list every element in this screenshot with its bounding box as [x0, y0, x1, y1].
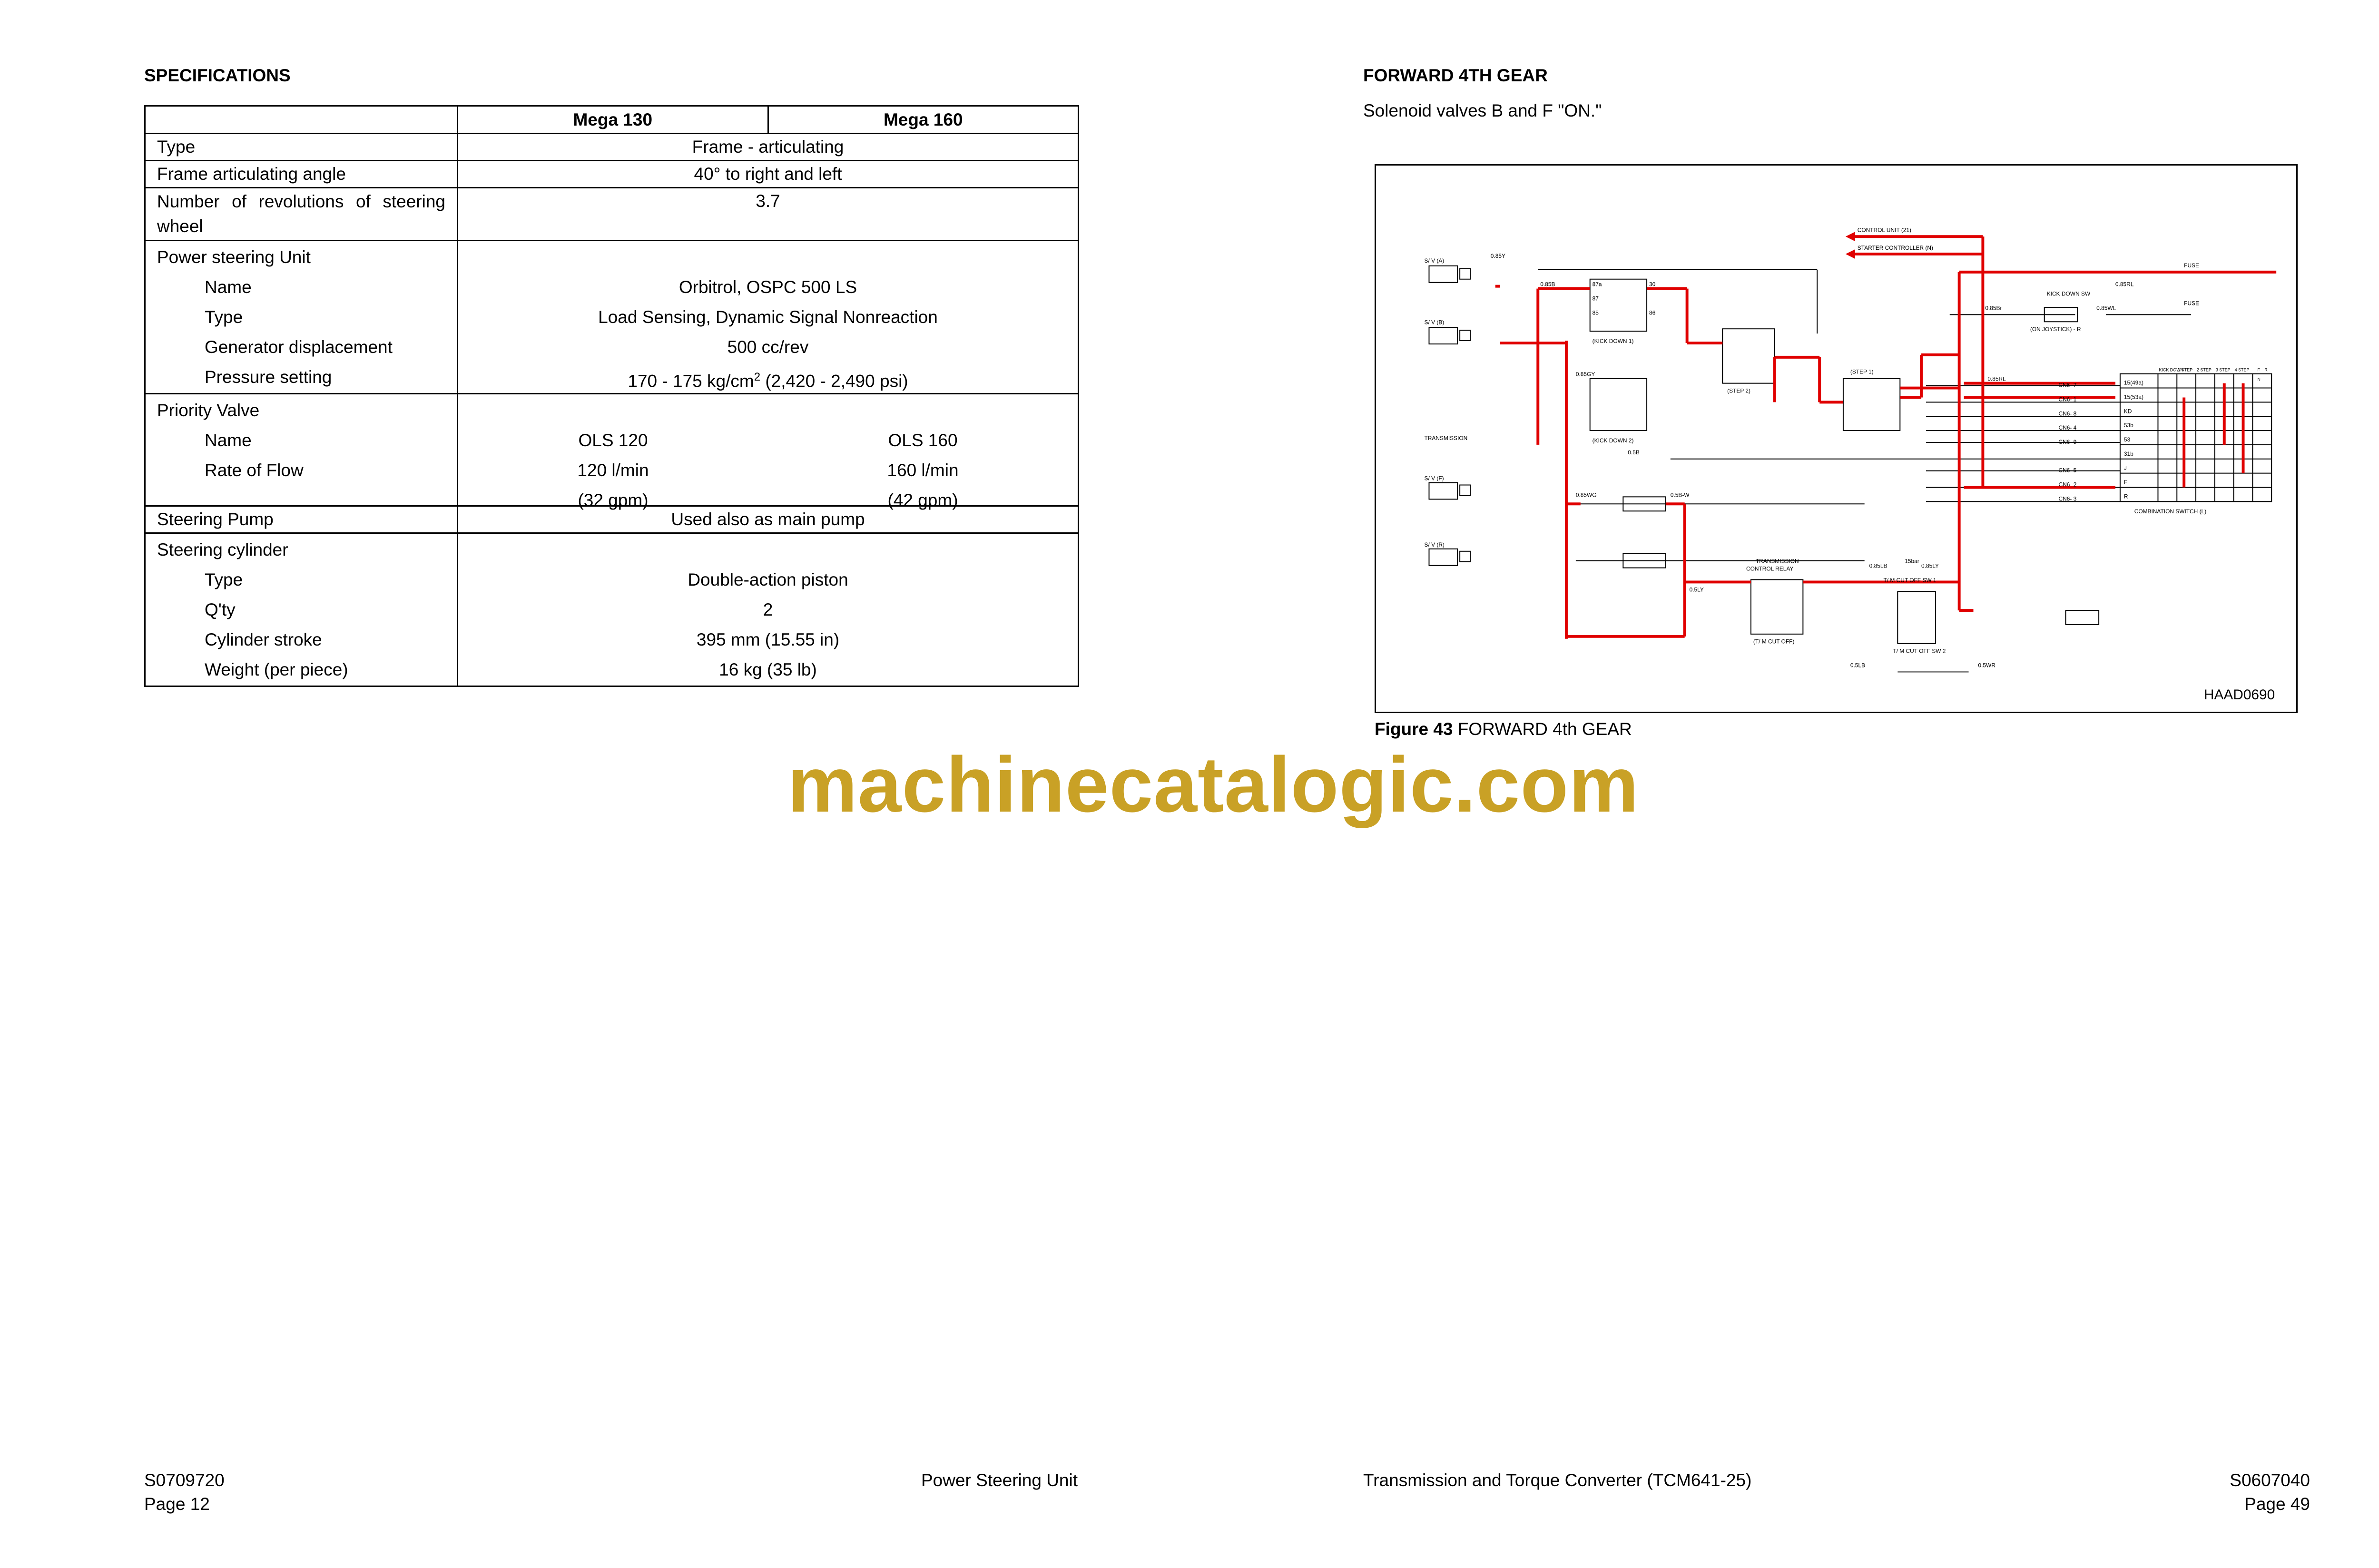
svg-text:FUSE: FUSE	[2184, 262, 2199, 269]
right-footer-code: S0607040	[2230, 1470, 2310, 1490]
svg-text:85: 85	[1593, 309, 1599, 316]
svg-text:CN6- 1: CN6- 1	[2059, 396, 2077, 402]
right-footer-section: Transmission and Torque Converter (TCM64…	[1363, 1470, 1752, 1490]
svg-text:0.5B-W: 0.5B-W	[1671, 491, 1690, 498]
svg-text:CONTROL UNIT (21): CONTROL UNIT (21)	[1858, 226, 1911, 233]
svg-text:J: J	[2124, 465, 2127, 471]
svg-text:0.85GY: 0.85GY	[1576, 371, 1595, 378]
diagram-labels: CONTROL UNIT (21) STARTER CONTROLLER (N)…	[1425, 226, 2275, 703]
svg-text:0.5B: 0.5B	[1628, 449, 1640, 456]
left-footer-code: S0709720	[144, 1470, 225, 1490]
svg-text:86: 86	[1649, 309, 1656, 316]
table-row: Steering cylinder Type Q'ty Cylinder str…	[144, 532, 1079, 687]
svg-text:53: 53	[2124, 436, 2131, 443]
svg-text:31b: 31b	[2124, 451, 2133, 457]
svg-text:15bar: 15bar	[1905, 558, 1919, 565]
svg-text:KICK DOWN SW: KICK DOWN SW	[2047, 291, 2091, 297]
svg-text:3 STEP: 3 STEP	[2216, 368, 2231, 372]
table-row: Steering Pump Used also as main pump	[144, 505, 1079, 534]
svg-text:CN6- 5: CN6- 5	[2059, 467, 2077, 474]
arrowheads	[1845, 232, 1855, 259]
table-row: Power steering Unit Name Type Generator …	[144, 240, 1079, 394]
specifications-table: Mega 130 Mega 160 Type Frame - articulat…	[144, 105, 1079, 687]
svg-text:S/ V (F): S/ V (F)	[1425, 475, 1444, 482]
svg-text:15(53a): 15(53a)	[2124, 393, 2143, 400]
wiring-diagram-svg: CONTROL UNIT (21) STARTER CONTROLLER (N)…	[1425, 226, 2277, 703]
wiring-diagram: CONTROL UNIT (21) STARTER CONTROLLER (N)…	[1375, 164, 2298, 713]
svg-text:CONTROL RELAY: CONTROL RELAY	[1746, 566, 1793, 572]
column-mega-130: Mega 130	[458, 107, 769, 133]
svg-text:S/ V (R): S/ V (R)	[1425, 541, 1445, 548]
svg-text:F: F	[2257, 368, 2260, 372]
svg-text:(KICK DOWN 2): (KICK DOWN 2)	[1593, 437, 1634, 444]
svg-text:0.85RL: 0.85RL	[1987, 376, 2006, 382]
watermark: machinecatalogic.com	[787, 741, 1639, 828]
svg-text:F: F	[2124, 479, 2127, 486]
left-footer-section: Power Steering Unit	[921, 1470, 1078, 1490]
svg-text:0.85RL: 0.85RL	[2115, 281, 2134, 288]
svg-text:(KICK DOWN 1): (KICK DOWN 1)	[1593, 338, 1634, 344]
specifications-heading: SPECIFICATIONS	[144, 66, 291, 85]
svg-text:TRANSMISSION: TRANSMISSION	[1756, 558, 1799, 565]
svg-text:2 STEP: 2 STEP	[2197, 368, 2212, 372]
svg-text:(ON JOYSTICK) - R: (ON JOYSTICK) - R	[2030, 326, 2081, 333]
svg-text:COMBINATION SWITCH (L): COMBINATION SWITCH (L)	[2134, 508, 2206, 515]
svg-text:87a: 87a	[1593, 281, 1602, 288]
svg-text:0.85LY: 0.85LY	[1921, 563, 1939, 569]
svg-text:30: 30	[1649, 281, 1656, 288]
solenoid-note: Solenoid valves B and F "ON."	[1363, 101, 1602, 120]
active-wiring	[1495, 235, 2277, 639]
column-mega-160: Mega 160	[883, 110, 963, 129]
svg-text:N: N	[2257, 377, 2260, 382]
svg-text:15(49a): 15(49a)	[2124, 380, 2143, 386]
svg-text:CN6- 7: CN6- 7	[2059, 382, 2077, 389]
svg-text:KICK DOWN: KICK DOWN	[2159, 368, 2183, 372]
svg-text:CN6- 2: CN6- 2	[2059, 481, 2077, 488]
table-row: Number of revolutions of steering wheel …	[144, 187, 1079, 241]
svg-text:T/ M CUT OFF SW 2: T/ M CUT OFF SW 2	[1893, 648, 1946, 655]
svg-text:0.85LB: 0.85LB	[1869, 563, 1887, 569]
svg-text:FUSE: FUSE	[2184, 300, 2199, 306]
svg-text:R: R	[2124, 493, 2128, 500]
svg-text:CN6- 9: CN6- 9	[2059, 439, 2077, 445]
svg-text:53b: 53b	[2124, 422, 2133, 429]
svg-text:STARTER CONTROLLER (N): STARTER CONTROLLER (N)	[1858, 245, 1933, 251]
svg-text:4 STEP: 4 STEP	[2235, 368, 2250, 372]
table-row: Type Frame - articulating	[144, 133, 1079, 161]
diagram-code: HAAD0690	[2204, 687, 2275, 703]
svg-text:(STEP 1): (STEP 1)	[1850, 369, 1874, 375]
table-header-row: Mega 130 Mega 160	[144, 105, 1079, 134]
svg-text:87: 87	[1593, 295, 1599, 302]
left-footer-page: Page 12	[144, 1494, 210, 1514]
svg-text:1 STEP: 1 STEP	[2178, 368, 2192, 372]
svg-text:S/ V (A): S/ V (A)	[1425, 257, 1445, 264]
svg-text:0.5WR: 0.5WR	[1978, 662, 1996, 668]
table-row: Frame articulating angle 40° to right an…	[144, 160, 1079, 188]
svg-text:(STEP 2): (STEP 2)	[1727, 388, 1750, 394]
svg-text:R: R	[2264, 368, 2268, 372]
svg-text:T/ M CUT OFF SW 1: T/ M CUT OFF SW 1	[1883, 577, 1936, 583]
svg-text:CN6- 3: CN6- 3	[2059, 495, 2077, 502]
figure-caption: Figure 43 FORWARD 4th GEAR	[1375, 719, 1632, 739]
svg-text:TRANSMISSION: TRANSMISSION	[1425, 435, 1468, 441]
black-wiring	[1428, 265, 2272, 673]
svg-text:0.85WL: 0.85WL	[2096, 304, 2116, 311]
svg-text:0.85WG: 0.85WG	[1576, 491, 1597, 498]
svg-text:CN6- 4: CN6- 4	[2059, 424, 2077, 431]
svg-text:(T/ M CUT OFF): (T/ M CUT OFF)	[1753, 638, 1795, 645]
svg-text:0.85Br: 0.85Br	[1985, 304, 2002, 311]
svg-text:KD: KD	[2124, 408, 2132, 414]
forward-4th-gear-heading: FORWARD 4TH GEAR	[1363, 66, 1548, 85]
svg-text:0.85B: 0.85B	[1540, 281, 1555, 288]
table-row: Priority Valve Name Rate of Flow OLS 120…	[144, 393, 1079, 510]
svg-text:0.5LY: 0.5LY	[1690, 586, 1704, 593]
svg-text:0.5LB: 0.5LB	[1850, 662, 1865, 668]
svg-text:CN6- 8: CN6- 8	[2059, 410, 2077, 417]
svg-text:S/ V (B): S/ V (B)	[1425, 319, 1445, 325]
svg-text:0.85Y: 0.85Y	[1491, 253, 1505, 259]
right-footer-page: Page 49	[2244, 1494, 2310, 1514]
